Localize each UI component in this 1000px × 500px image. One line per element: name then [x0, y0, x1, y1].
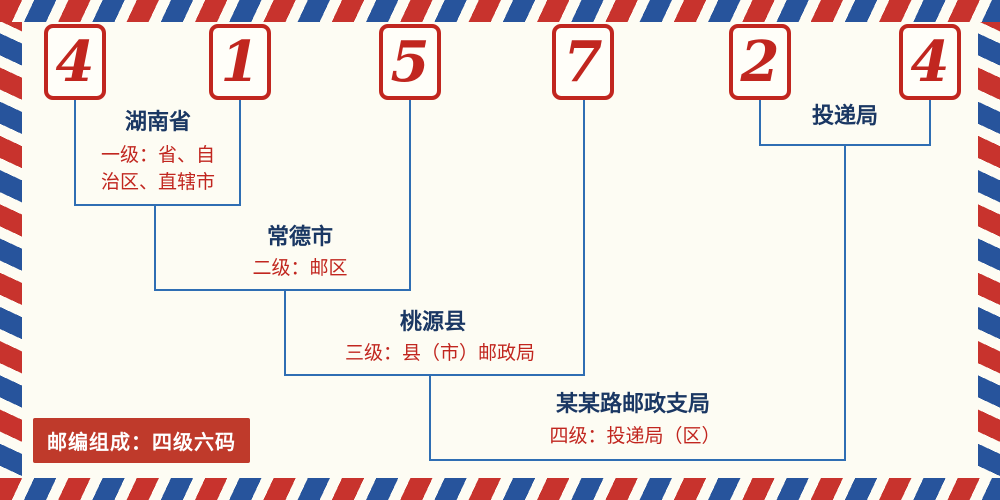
- airmail-border-left: [0, 0, 22, 500]
- bracket-level3: [284, 374, 585, 376]
- bracket-level2: [154, 289, 411, 291]
- bracket-level1: [74, 204, 241, 206]
- connector-line-digit5-down: [759, 100, 761, 145]
- level2-place-label: 常德市: [266, 225, 333, 250]
- connector-line-digit4-down: [583, 100, 585, 375]
- level3-desc-label: 三级：县（市）邮政局: [344, 342, 535, 364]
- postal-digit-box-1: 4: [44, 24, 106, 100]
- airmail-border-bottom: [0, 478, 1000, 500]
- level2-desc-label: 二级：邮区: [252, 257, 348, 279]
- postal-digit-4: 7: [563, 29, 603, 95]
- level1-desc-label: 一级：省、自治区、直辖市: [100, 144, 215, 193]
- connector-line-digit6-down: [929, 100, 931, 145]
- postal-digit-box-2: 1: [209, 24, 271, 100]
- connector-line-level1-level2: [154, 204, 156, 290]
- postal-digit-3: 5: [390, 29, 430, 95]
- bracket-level4: [429, 459, 846, 461]
- level3-place-label: 桃源县: [399, 310, 466, 335]
- connector-line-level3-level4: [429, 374, 431, 460]
- postal-digit-box-6: 4: [899, 24, 961, 100]
- legend-badge: 邮编组成：四级六码: [33, 418, 250, 463]
- level1-place-label: 湖南省: [124, 110, 191, 135]
- delivery-office-label: 投递局: [811, 104, 878, 129]
- connector-line-digit2-down: [239, 100, 241, 205]
- postal-digit-6: 4: [910, 29, 950, 95]
- postal-digit-5: 2: [740, 29, 780, 95]
- airmail-border-right: [978, 0, 1000, 500]
- postal-digit-box-3: 5: [379, 24, 441, 100]
- postal-digit-box-5: 2: [729, 24, 791, 100]
- connector-line-delivery-level4: [844, 144, 846, 460]
- connector-line-level2-level3: [284, 289, 286, 375]
- level4-place-label: 某某路邮政支局: [555, 392, 710, 417]
- postal-digit-box-4: 7: [552, 24, 614, 100]
- connector-line-digit3-down: [409, 100, 411, 290]
- level4-desc-label: 四级：投递局（区）: [549, 425, 721, 447]
- connector-line-digit1-down: [74, 100, 76, 205]
- postal-digit-1: 4: [55, 29, 95, 95]
- postal-digit-2: 1: [220, 29, 260, 95]
- bracket-delivery: [759, 144, 931, 146]
- airmail-border-top: [0, 0, 1000, 22]
